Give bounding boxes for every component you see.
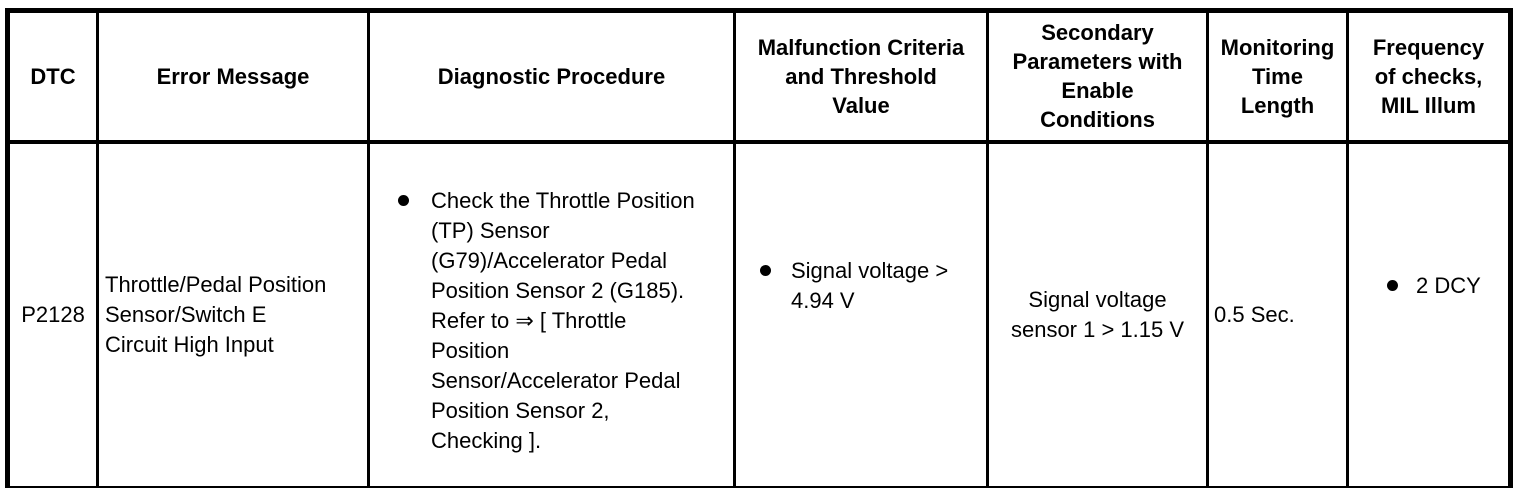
cell-malfunction-criteria: Signal voltage > 4.94 V xyxy=(733,140,989,488)
frequency-text: 2 DCY xyxy=(1416,272,1481,298)
cell-dtc-code: P2128 xyxy=(6,140,99,488)
bullet-icon xyxy=(1387,279,1398,291)
bullet-icon xyxy=(398,194,409,206)
dtc-table: DTC Error Message Diagnostic Procedure M… xyxy=(5,8,1513,488)
diagnostic-bullet-item: Check the Throttle Position (TP) Sensor … xyxy=(398,186,727,456)
header-error-message: Error Message xyxy=(96,9,370,144)
header-row: DTC Error Message Diagnostic Procedure M… xyxy=(6,9,1512,144)
diagnostic-procedure-text: Check the Throttle Position (TP) Sensor … xyxy=(431,187,695,453)
malfunction-criteria-text: Signal voltage > 4.94 V xyxy=(791,257,949,313)
cell-secondary-parameters: Signal voltage sensor 1 > 1.15 V xyxy=(986,140,1209,488)
cell-monitoring-time: 0.5 Sec. xyxy=(1206,140,1349,488)
table-row-p2128: P2128 Throttle/Pedal Position Sensor/Swi… xyxy=(6,140,1512,488)
header-malfunction-criteria: Malfunction Criteria and Threshold Value xyxy=(733,9,989,144)
header-monitoring-time: Monitoring Time Length xyxy=(1206,9,1349,144)
bullet-icon xyxy=(760,264,771,276)
header-diagnostic-procedure: Diagnostic Procedure xyxy=(367,9,736,144)
cell-error-message: Throttle/Pedal Position Sensor/Switch E … xyxy=(96,140,370,488)
frequency-bullet-item: 2 DCY xyxy=(1387,271,1508,301)
malfunction-bullet-item: Signal voltage > 4.94 V xyxy=(760,256,980,316)
header-dtc: DTC xyxy=(6,9,99,144)
header-frequency: Frequency of checks, MIL Illum xyxy=(1346,9,1512,144)
cell-frequency: 2 DCY xyxy=(1346,140,1512,488)
cell-diagnostic-procedure: Check the Throttle Position (TP) Sensor … xyxy=(367,140,736,488)
header-secondary-parameters: Secondary Parameters with Enable Conditi… xyxy=(986,9,1209,144)
